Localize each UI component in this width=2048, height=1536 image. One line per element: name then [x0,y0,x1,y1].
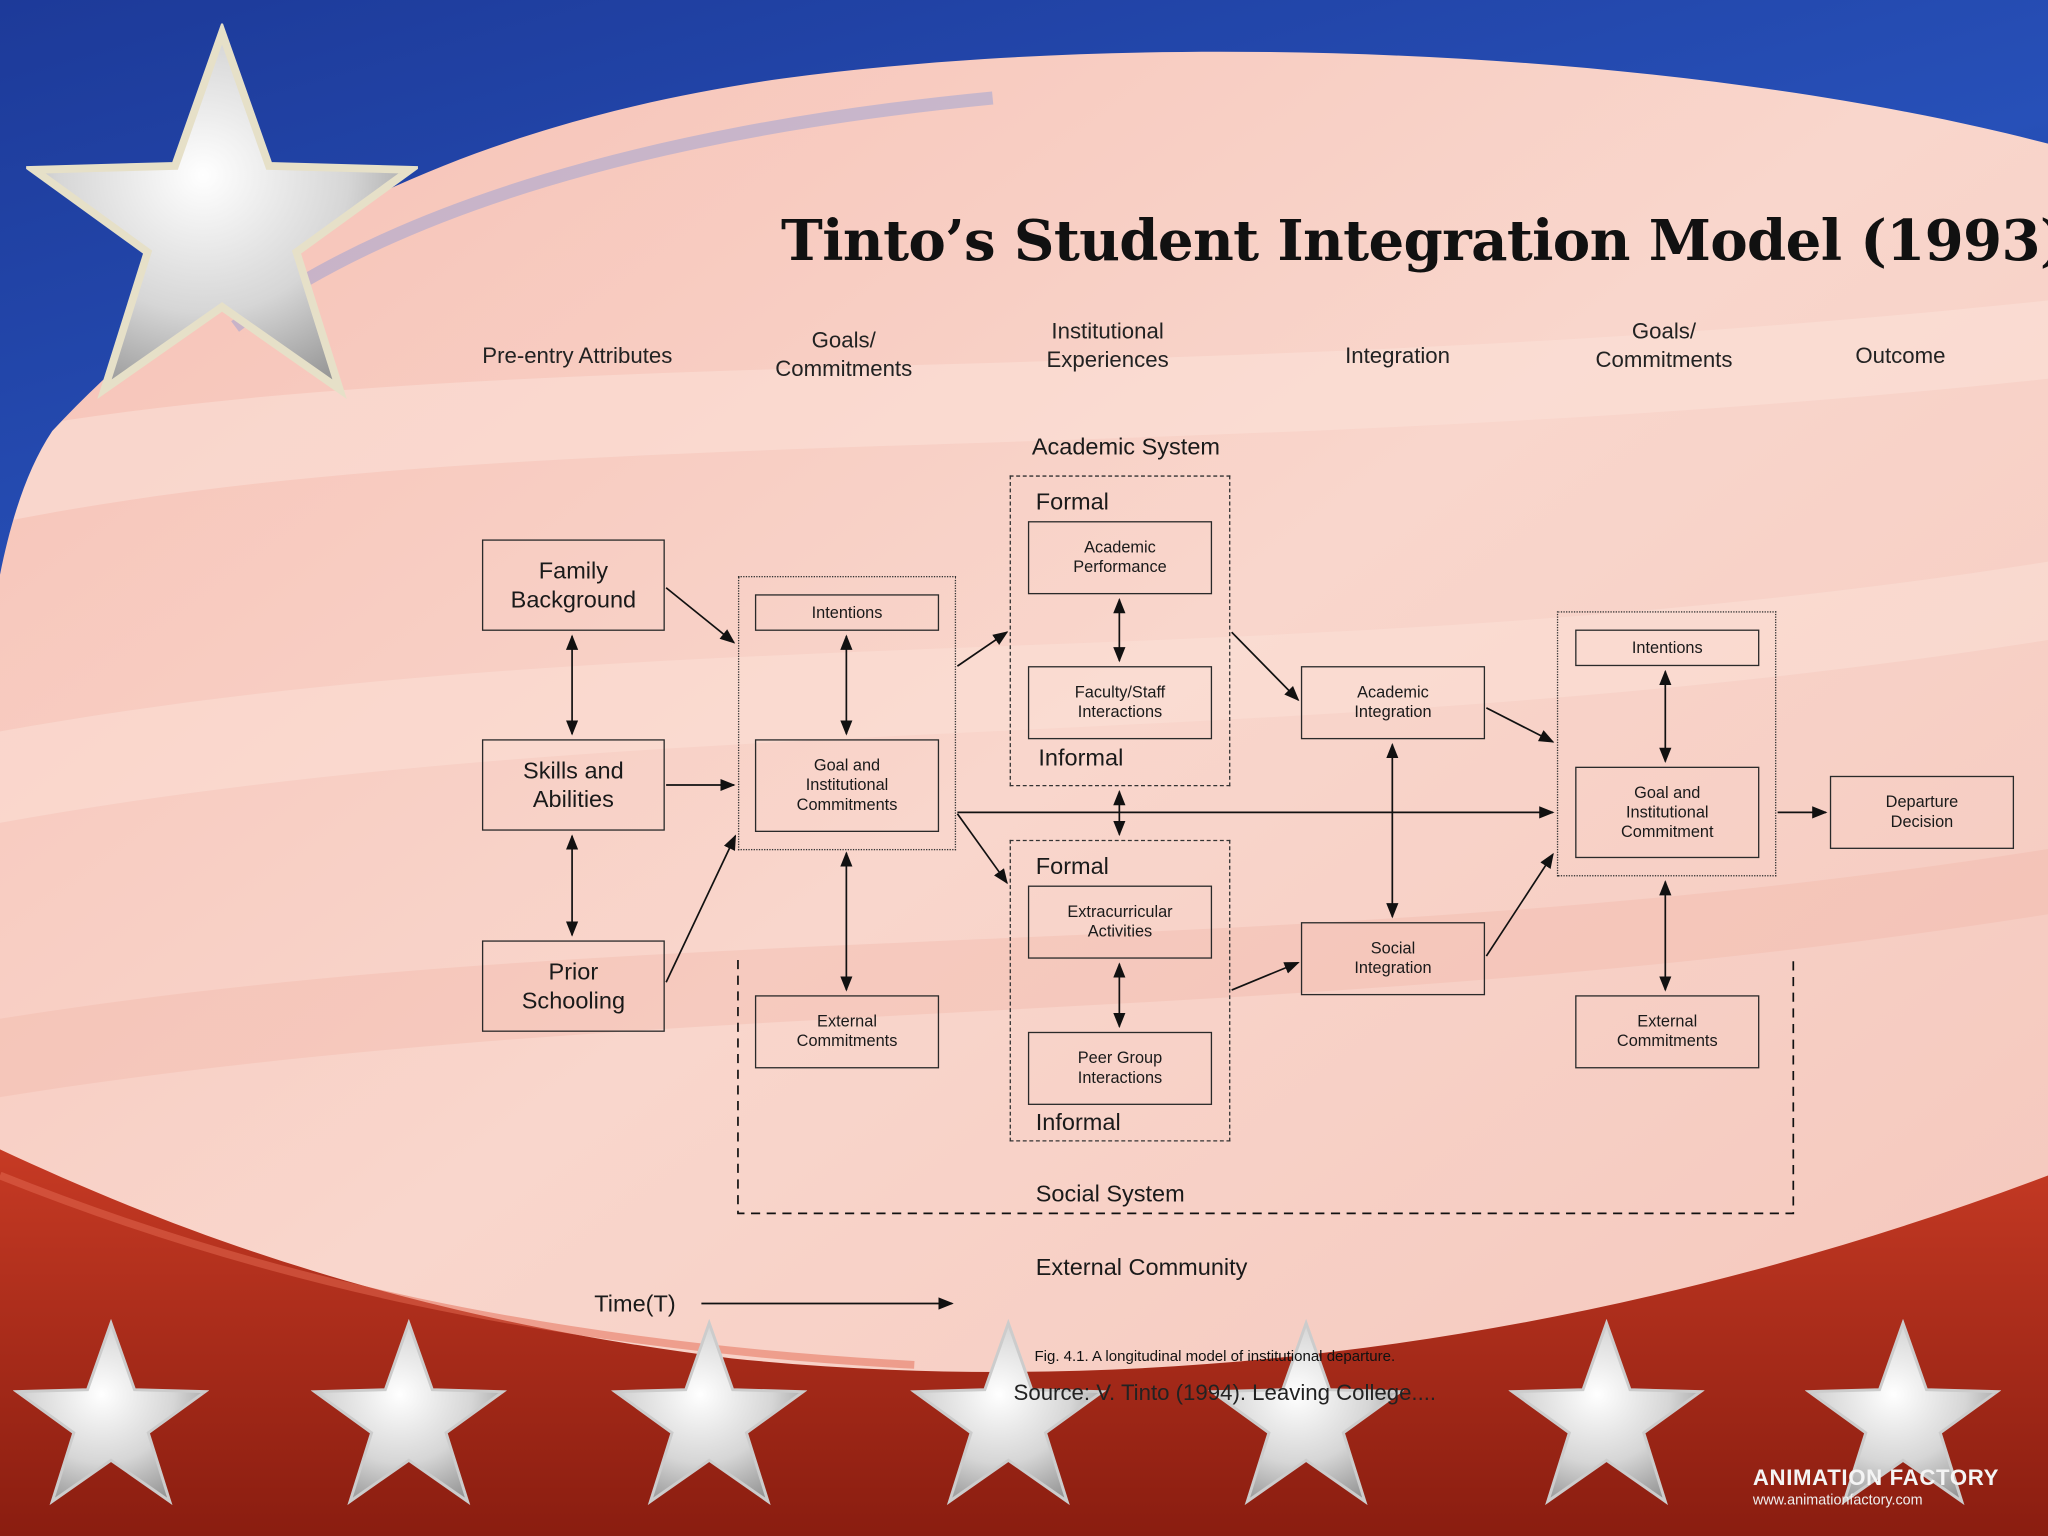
social-system-region [1009,839,1231,1142]
star-icon [611,1319,808,1506]
box-line: Abilities [532,786,614,813]
goals-to-social-arrow [956,813,1008,885]
brand-url: www.animationfactory.com [1752,1492,1923,1509]
box-line: Departure [1885,792,1959,812]
big-star-icon [26,23,418,400]
box-line: Skills and [523,757,624,784]
external-community-label: External Community [1035,1253,1248,1280]
social-system-label: Social System [1035,1180,1185,1207]
star-icon [310,1319,507,1506]
star-icon [13,1319,209,1506]
box-line: Interactions [1077,1068,1163,1087]
column-header-line: Institutional [1051,318,1164,344]
family-to-goals-arrow [665,587,736,644]
column-header-goals-1: Goals/ Commitments [739,327,948,384]
slide-title: Tinto’s Student Integration Model (1993) [781,208,2048,275]
column-header-line: Goals/ [1631,318,1697,344]
informal-label: Informal [1038,744,1124,771]
box-line: Institutional [1625,802,1709,821]
box-line: Background [510,586,637,613]
academic-to-integration-arrow [1231,631,1300,702]
schooling-to-goals-arrow [665,834,737,983]
star-icon [1208,1319,1405,1506]
star-icon [1508,1319,1705,1506]
box-line: Social [1370,939,1416,958]
social-to-integration-arrow [1231,961,1300,991]
box-line: External [1637,1012,1698,1031]
star-icon [1805,1319,2001,1506]
box-line: Commitments [796,1031,898,1051]
academic-system-region [1009,475,1231,787]
box-line: Goal and [1634,783,1701,802]
box-line: Interactions [1077,702,1163,721]
academic-integration-to-goals-arrow [1485,707,1555,743]
box-line: Family [538,557,608,584]
star-icon [910,1319,1107,1506]
figure-caption: Fig. 4.1. A longitudinal model of instit… [1034,1349,1396,1365]
box-line: Extracurricular [1067,902,1173,921]
box-line: Performance [1073,557,1167,576]
source-citation: Source: V. Tinto (1994). Leaving College… [1013,1380,1437,1406]
box-line: Commitments [796,795,898,814]
box-line: Intentions [1631,638,1703,657]
brand-watermark: ANIMATION FACTORY [1752,1465,2000,1491]
informal-label: Informal [1035,1108,1121,1136]
column-header-institutional: Institutional Experiences [1003,317,1212,374]
box-line: Faculty/Staff [1074,683,1166,702]
time-label: Time(T) [594,1290,676,1317]
box-line: Commitments [1616,1031,1718,1051]
box-line: Integration [1354,958,1432,977]
column-header-goals-2: Goals/ Commitments [1560,317,1769,374]
formal-label: Formal [1035,852,1109,880]
formal-label: Formal [1035,488,1109,515]
box-line: External [817,1012,877,1031]
box-line: Goal and [813,756,881,775]
box-line: Prior [548,958,599,985]
box-line: Academic [1357,683,1429,702]
column-header-line: Experiences [1046,347,1169,373]
social-system-outline [737,959,1795,1215]
social-integration-to-goals-arrow [1485,852,1554,957]
box-line: Intentions [811,602,883,622]
intentions-box: Intentions [754,594,940,631]
box-line: Academic [1084,538,1156,557]
goals-to-academic-arrow [956,631,1009,667]
column-header-pre-entry: Pre-entry Attributes [482,343,673,369]
box-line: Decision [1890,812,1954,831]
box-line: Institutional [805,775,889,795]
box-line: Schooling [521,987,626,1014]
column-header-line: Goals/ [811,327,876,353]
goals-commitments-1-region [737,575,957,851]
box-line: Commitment [1620,822,1714,841]
column-header-line: Commitments [1595,347,1733,373]
column-header-outcome: Outcome [1855,343,1946,369]
academic-system-label: Academic System [1031,433,1220,460]
column-header-line: Commitments [775,356,913,382]
goals-commitments-2-region [1556,611,1777,877]
column-header-integration: Integration [1345,343,1451,369]
intentions-box: Intentions [1575,629,1760,667]
box-line: Activities [1087,922,1153,941]
box-line: Peer Group [1077,1048,1163,1068]
box-line: Integration [1354,702,1432,721]
